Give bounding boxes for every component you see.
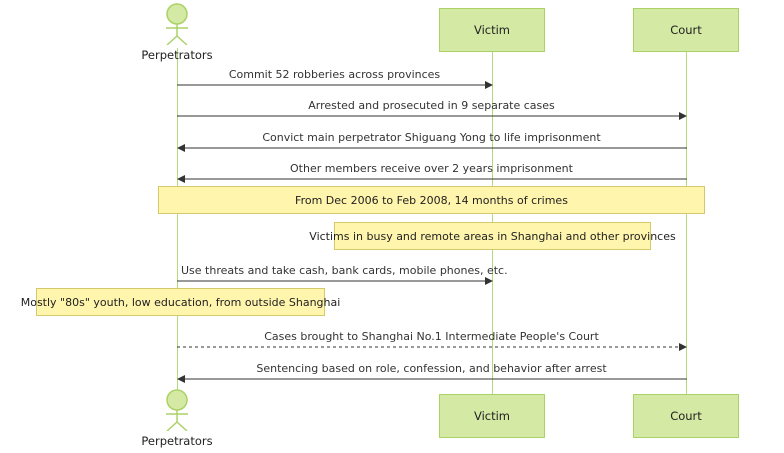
message-arrow <box>177 81 493 89</box>
message-label: Use threats and take cash, bank cards, m… <box>181 264 508 277</box>
participant-victim-bottom: Victim <box>439 394 545 438</box>
message-label: Arrested and prosecuted in 9 separate ca… <box>308 99 555 112</box>
message-label: Commit 52 robberies across provinces <box>228 68 441 81</box>
message-label: Other members receive over 2 years impri… <box>290 162 573 175</box>
note: Mostly "80s" youth, low education, from … <box>21 288 340 316</box>
message-arrow <box>177 375 687 383</box>
note: Victims in busy and remote areas in Shan… <box>309 222 676 250</box>
note: From Dec 2006 to Feb 2008, 14 months of … <box>158 186 705 214</box>
message-arrow <box>177 175 687 183</box>
message-arrow-dashed <box>177 343 687 351</box>
message-arrow <box>177 112 687 120</box>
message-arrow <box>177 144 687 152</box>
message-arrow <box>177 277 493 285</box>
participant-court-bottom: Court <box>633 394 739 438</box>
lifeline-perpetrators <box>177 48 178 394</box>
message-label: Cases brought to Shanghai No.1 Intermedi… <box>264 330 599 343</box>
message-label: Sentencing based on role, confession, an… <box>256 362 607 375</box>
message-label: Convict main perpetrator Shiguang Yong t… <box>262 131 601 144</box>
participant-victim-top: Victim <box>439 8 545 52</box>
actor-label-perpetrators-bottom: Perpetrators <box>141 434 213 448</box>
lifeline-court <box>686 52 687 394</box>
actor-figure-icon <box>166 3 188 45</box>
actor-figure-icon <box>166 389 188 431</box>
actor-label-perpetrators-top: Perpetrators <box>141 48 213 62</box>
participant-court-top: Court <box>633 8 739 52</box>
